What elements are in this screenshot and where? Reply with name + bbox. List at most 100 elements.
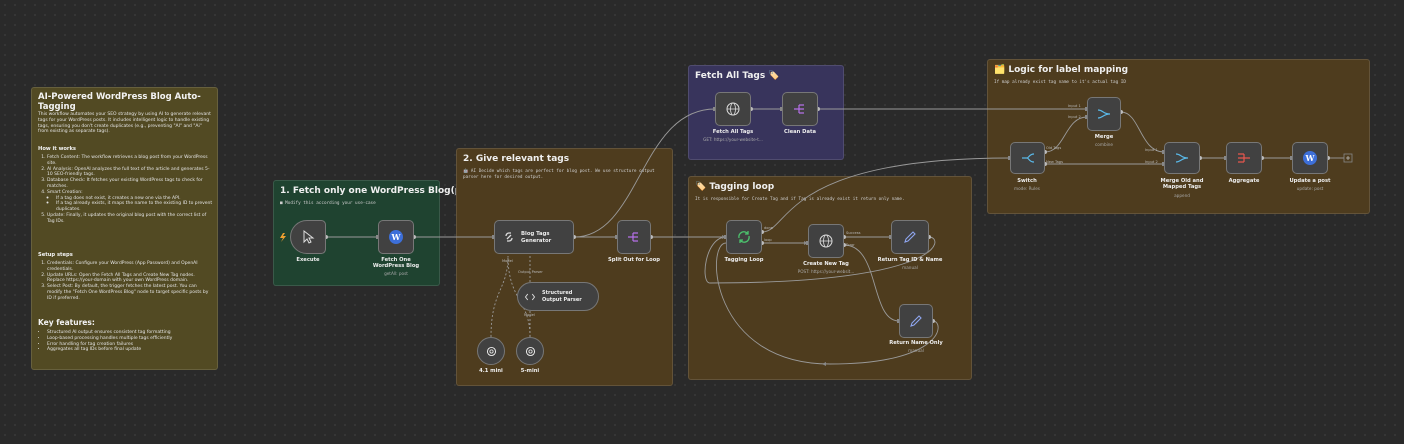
split-out-node[interactable] bbox=[617, 220, 651, 254]
node-label: Split Out for Loop bbox=[607, 257, 661, 263]
port-rect bbox=[1224, 156, 1226, 160]
arrow-marker bbox=[722, 235, 726, 239]
split-icon bbox=[628, 232, 638, 242]
fetch-one-wordpress-node[interactable]: W bbox=[378, 220, 414, 254]
node-subtitle: POST: https://your-websit... bbox=[797, 269, 855, 274]
split-icon bbox=[794, 104, 804, 114]
port-rect bbox=[492, 235, 494, 239]
edge-switch-merge bbox=[1044, 116, 1088, 153]
port-label-error: Error bbox=[846, 243, 855, 247]
port-label-new-tags: New Tags bbox=[1046, 160, 1063, 164]
node-subtitle: mode: Rules bbox=[1014, 186, 1040, 191]
how-step: AI Analysis: OpenAI analyzes the full te… bbox=[47, 167, 213, 179]
create-new-tag-node[interactable] bbox=[808, 224, 844, 258]
aggregate-node[interactable] bbox=[1226, 142, 1262, 174]
wordpress-icon: W bbox=[389, 230, 403, 244]
return-tag-id-name-node[interactable] bbox=[891, 220, 929, 254]
end-plus-sign bbox=[1346, 156, 1350, 160]
port-rect bbox=[1085, 115, 1087, 119]
merge-old-mapped-node[interactable] bbox=[1164, 142, 1200, 174]
tagging-loop-node[interactable] bbox=[726, 220, 762, 254]
port-label-input1: Input 1 bbox=[1068, 104, 1081, 108]
merge-icon bbox=[1175, 153, 1189, 163]
node-label: Tagging Loop bbox=[724, 257, 764, 263]
group-title: 1. Fetch only one WordPress Blog(post) bbox=[280, 186, 482, 196]
port-label-loop: loop bbox=[764, 238, 772, 242]
merge-node[interactable] bbox=[1087, 97, 1121, 131]
node-label: Execute bbox=[296, 257, 320, 263]
node-subtitle: manual bbox=[908, 348, 924, 353]
node-label: Fetch One WordPress Blog bbox=[372, 257, 420, 269]
edge-returnid-loop bbox=[704, 236, 936, 284]
feature-item: Error handling for tag creation failures bbox=[47, 342, 213, 348]
how-substep: If a tag does not exist, it creates a ne… bbox=[56, 196, 213, 202]
node-label: Switch bbox=[1017, 178, 1037, 184]
globe-icon bbox=[819, 234, 833, 248]
execute-trigger-node[interactable] bbox=[290, 220, 326, 254]
group-title: 🗂️ Logic for label mapping bbox=[994, 65, 1129, 75]
aggregate-icon bbox=[1238, 153, 1250, 163]
how-it-works-list: Fetch Content: The workflow retrieves a … bbox=[38, 155, 213, 225]
how-step: Smart Creation: If a tag does not exist,… bbox=[47, 190, 213, 213]
node-subtitle: update: post bbox=[1296, 186, 1324, 191]
pencil-icon bbox=[904, 231, 916, 243]
port-rect bbox=[1162, 150, 1164, 154]
node-label: Fetch All Tags bbox=[712, 129, 754, 135]
port-label-model: Model bbox=[524, 313, 535, 317]
pencil-icon bbox=[910, 315, 922, 327]
cursor-icon bbox=[303, 229, 315, 244]
update-post-node[interactable]: W bbox=[1292, 142, 1328, 174]
node-subtitle: GET: https://your-website-t... bbox=[703, 137, 763, 142]
svg-text:W: W bbox=[391, 232, 402, 242]
how-step: Update: Finally, it updates the original… bbox=[47, 213, 213, 225]
code-braces-icon bbox=[524, 293, 536, 300]
edge-model5-generator bbox=[507, 255, 531, 338]
sticky-intro: This workflow automates your SEO strateg… bbox=[38, 112, 211, 135]
arrow-marker bbox=[822, 362, 826, 366]
group-fetch-all-tags[interactable]: Fetch All Tags 🏷️ bbox=[688, 65, 844, 160]
switch-node[interactable] bbox=[1010, 142, 1045, 174]
port-label-chat-model: Model bbox=[502, 259, 513, 263]
setup-list: Credentials: Configure your WordPress (A… bbox=[38, 261, 213, 302]
model-41-mini-node[interactable] bbox=[477, 337, 505, 365]
group-description: It is responsible for Create Tag and if … bbox=[695, 197, 905, 202]
fetch-all-tags-node[interactable] bbox=[715, 92, 751, 126]
feature-item: Loop-based processing handles multiple t… bbox=[47, 336, 213, 342]
group-label-mapping[interactable]: 🗂️ Logic for label mapping If map alread… bbox=[987, 59, 1370, 214]
port-rect bbox=[897, 319, 899, 323]
port-rect bbox=[1290, 156, 1292, 160]
structured-output-parser-node[interactable]: Structured Output Parser bbox=[517, 282, 599, 311]
port-label-done: done bbox=[764, 226, 773, 230]
merge-icon bbox=[1097, 109, 1111, 119]
group-title: Fetch All Tags 🏷️ bbox=[695, 71, 780, 81]
node-label: 4.1 mini bbox=[479, 368, 503, 374]
edge-generator-fetchall bbox=[573, 108, 716, 238]
group-description: 🤖 AI Decide which tags are perfect for b… bbox=[463, 169, 655, 180]
clean-data-node[interactable] bbox=[782, 92, 818, 126]
port-rect bbox=[376, 235, 378, 239]
node-label: Return Tag ID & Name bbox=[877, 257, 943, 263]
node-label: Clean Data bbox=[784, 129, 816, 135]
node-subtitle: getAll: post bbox=[384, 271, 408, 276]
how-it-works-heading: How it works bbox=[38, 146, 77, 152]
node-label: Merge bbox=[1094, 134, 1114, 140]
sticky-title: AI-Powered WordPress Blog Auto-Tagging bbox=[38, 92, 201, 112]
port-label-input2: Input 2 bbox=[1068, 115, 1081, 119]
return-name-only-node[interactable] bbox=[899, 304, 933, 338]
setup-step: Select Post: By default, the trigger fet… bbox=[47, 284, 213, 301]
features-heading: Key features: bbox=[38, 318, 95, 327]
setup-step: Credentials: Configure your WordPress (A… bbox=[47, 261, 213, 273]
port-label-output-parser: Output Parser bbox=[518, 270, 543, 274]
wordpress-icon: W bbox=[1303, 151, 1317, 165]
sticky-note-overview[interactable]: AI-Powered WordPress Blog Auto-Tagging T… bbox=[31, 87, 218, 370]
trigger-bolt-icon bbox=[280, 233, 286, 242]
openai-icon bbox=[486, 346, 496, 356]
port-rect bbox=[713, 107, 715, 111]
blog-tags-generator-node[interactable]: Blog Tags Generator bbox=[494, 220, 574, 254]
model-5-mini-node[interactable] bbox=[516, 337, 544, 365]
node-subtitle: append bbox=[1174, 193, 1190, 198]
group-title: 🏷️ Tagging loop bbox=[695, 182, 775, 192]
globe-icon bbox=[726, 102, 740, 116]
